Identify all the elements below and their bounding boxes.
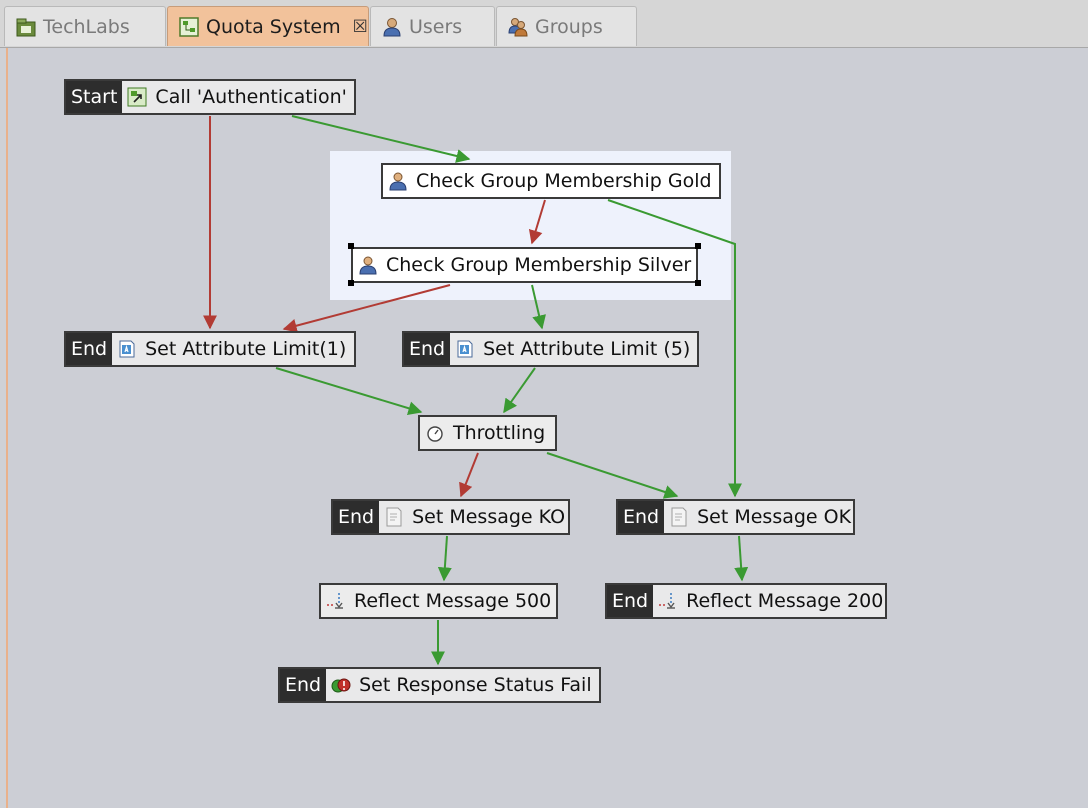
response-status-icon <box>331 675 351 695</box>
node-set-attribute-limit-1[interactable]: End Set Attribute Limit(1) <box>64 331 356 367</box>
tab-techlabs[interactable]: TechLabs <box>4 6 166 46</box>
groups-icon <box>507 16 529 38</box>
node-label: Call 'Authentication' <box>155 86 347 108</box>
end-tag: End <box>333 501 380 533</box>
node-label: Set Message KO <box>412 506 566 528</box>
edge-ko-to-reflect500 <box>437 535 452 582</box>
node-label: Reflect Message 200 <box>686 590 884 612</box>
end-tag: End <box>607 585 654 617</box>
tab-label: TechLabs <box>43 15 130 38</box>
node-label: Set Attribute Limit(1) <box>145 338 347 360</box>
attribute-icon <box>455 339 475 359</box>
node-label: Check Group Membership Gold <box>416 170 712 192</box>
edge-ok-to-reflect200 <box>734 535 749 582</box>
reflect-icon <box>658 591 678 611</box>
selection-handle[interactable] <box>348 243 354 249</box>
node-set-attribute-limit-5[interactable]: End Set Attribute Limit (5) <box>402 331 699 367</box>
user-icon <box>358 255 378 275</box>
tab-label: Groups <box>535 15 603 38</box>
close-tab-button[interactable]: ☒ <box>352 16 368 37</box>
end-tag: End <box>618 501 665 533</box>
edge-gold-to-silver <box>528 199 546 245</box>
node-label: Set Response Status Fail <box>359 674 592 696</box>
end-tag: End <box>404 333 451 365</box>
policy-container-icon <box>15 16 37 38</box>
attribute-icon <box>117 339 137 359</box>
message-icon <box>384 507 404 527</box>
selection-handle[interactable] <box>695 280 701 286</box>
node-call-authentication[interactable]: Start Call 'Authentication' <box>64 79 356 115</box>
node-set-message-ko[interactable]: End Set Message KO <box>331 499 570 535</box>
tab-bar: TechLabs Quota System ☒ Users Groups <box>0 0 1088 48</box>
edge-limit5-to-throttling <box>503 367 536 414</box>
tab-label: Quota System <box>206 15 341 38</box>
edge-throttling-to-ok <box>546 452 679 499</box>
node-throttling[interactable]: Throttling <box>418 415 557 451</box>
edge-limit1-to-throttling <box>275 367 423 416</box>
end-tag: End <box>66 333 113 365</box>
stopwatch-icon <box>425 423 445 443</box>
edge-silver-to-limit5 <box>531 284 546 330</box>
node-reflect-message-500[interactable]: Reflect Message 500 <box>319 583 558 619</box>
edge-gold-to-ok <box>607 199 742 498</box>
edge-silver-to-limit1 <box>282 284 451 333</box>
node-label: Throttling <box>453 422 546 444</box>
tab-groups[interactable]: Groups <box>496 6 637 46</box>
user-icon <box>381 16 403 38</box>
node-set-message-ok[interactable]: End Set Message OK <box>616 499 855 535</box>
tab-users[interactable]: Users <box>370 6 495 46</box>
call-policy-icon <box>127 87 147 107</box>
edge-auth-to-gold <box>291 115 471 163</box>
user-icon <box>388 171 408 191</box>
node-label: Check Group Membership Silver <box>386 254 692 276</box>
node-check-group-silver[interactable]: Check Group Membership Silver <box>351 247 698 283</box>
policy-icon <box>178 16 200 38</box>
start-tag: Start <box>66 81 123 113</box>
end-tag: End <box>280 669 327 701</box>
node-label: Set Attribute Limit (5) <box>483 338 691 360</box>
message-icon <box>669 507 689 527</box>
reflect-icon <box>326 591 346 611</box>
node-reflect-message-200[interactable]: End Reflect Message 200 <box>605 583 887 619</box>
node-check-group-gold[interactable]: Check Group Membership Gold <box>381 163 721 199</box>
selection-handle[interactable] <box>695 243 701 249</box>
tab-quota-system[interactable]: Quota System ☒ <box>167 6 369 46</box>
node-set-response-status-fail[interactable]: End Set Response Status Fail <box>278 667 601 703</box>
edge-throttling-to-ko <box>459 452 479 498</box>
selection-handle[interactable] <box>348 280 354 286</box>
node-label: Reflect Message 500 <box>354 590 552 612</box>
node-label: Set Message OK <box>697 506 852 528</box>
tab-label: Users <box>409 15 463 38</box>
